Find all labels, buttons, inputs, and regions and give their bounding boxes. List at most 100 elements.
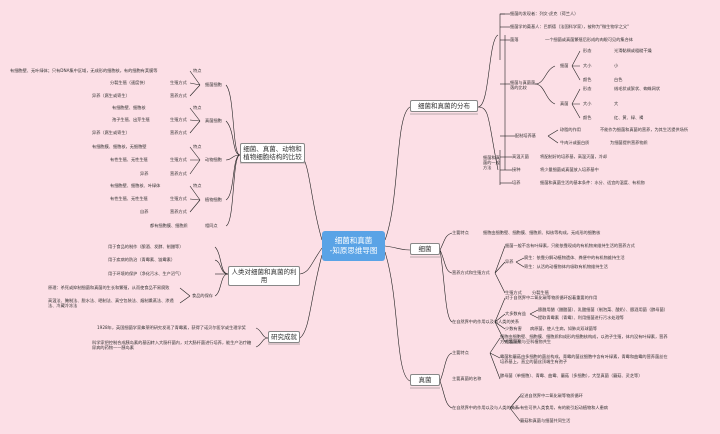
dist-node[interactable]: 将配制好的培养基，高温灭菌，冷却 bbox=[540, 154, 608, 159]
fungi-node[interactable]: 促进自然界中二氧化碳等物质循环 bbox=[520, 393, 583, 398]
bact-node[interactable]: 大多数有益 bbox=[505, 311, 526, 316]
comp-node[interactable]: 生殖方式 bbox=[170, 196, 187, 201]
dist-node[interactable]: 培养 bbox=[512, 180, 521, 185]
dist-node[interactable]: 大小 bbox=[583, 101, 592, 106]
fungi-node[interactable]: 蘑菇和真菌与细菌共同生活 bbox=[520, 418, 571, 423]
bact-node[interactable]: 提取青霉素（青霉）、利用细菌进行污水处理等 bbox=[538, 315, 624, 320]
dist-node[interactable]: 红、黄、绿、褐 bbox=[614, 115, 644, 120]
dist-node[interactable]: 光滑黏稠或粗糙干燥 bbox=[614, 48, 652, 53]
dist-node[interactable]: 为细菌提供营养物质 bbox=[610, 140, 648, 145]
bact-node[interactable]: 细胞由细胞壁、细胞膜、细胞质、拟核等构成，无成形的细胞核 bbox=[483, 230, 601, 235]
comp-node[interactable]: 有细胞壁、细胞核 bbox=[112, 105, 146, 110]
comp-node[interactable]: 特点 bbox=[193, 68, 202, 73]
human-node[interactable]: 高温法、腌制法、脱水法、晒制法、真空包装法、烟制熏蒸法、渗透法、冷藏冷冻法 bbox=[48, 298, 174, 308]
dist-node[interactable]: 高温灭菌 bbox=[512, 154, 529, 159]
comp-node[interactable]: 异养 bbox=[140, 171, 149, 176]
fungi-node[interactable]: 有些可供人类食用，有的能引起动植物和人患病 bbox=[520, 405, 608, 410]
dist-node[interactable]: 配制培养基 bbox=[515, 133, 536, 138]
comp-node[interactable]: 生殖方式 bbox=[170, 80, 187, 85]
comp-node[interactable]: 营养方式 bbox=[170, 209, 187, 214]
branch-comparison[interactable]: 细菌、真菌、动物和 植物细胞结构的比较 bbox=[240, 143, 305, 163]
dist-node[interactable]: 真菌 bbox=[560, 101, 569, 106]
branch-fungi[interactable]: 真菌 bbox=[410, 374, 440, 386]
dist-node[interactable]: 菌落 bbox=[510, 37, 519, 42]
comp-node[interactable]: 特点 bbox=[193, 144, 202, 149]
dist-node[interactable]: 形态 bbox=[583, 86, 592, 91]
comp-node[interactable]: 生殖方式 bbox=[170, 157, 187, 162]
dist-node[interactable]: 不能作为细菌和真菌的营养，为其生活提供场所 bbox=[600, 127, 688, 132]
human-node[interactable]: 食品的保存 bbox=[192, 293, 213, 298]
dist-node[interactable]: 将少量细菌或真菌放入培养基中 bbox=[540, 167, 599, 172]
dist-node[interactable]: 颜色 bbox=[583, 115, 592, 120]
branch-research[interactable]: 研究成就 bbox=[268, 331, 300, 343]
comp-node[interactable]: 有细胞膜、细胞核，无细胞壁 bbox=[92, 144, 147, 149]
dist-node[interactable]: 绒毛状或絮状、蜘蛛网状 bbox=[614, 86, 661, 91]
dist-node[interactable]: 形态 bbox=[583, 48, 592, 53]
dist-node[interactable]: 大小 bbox=[583, 63, 592, 68]
human-node[interactable]: 用于食品的制作（酿酒、发酵、制醋等） bbox=[108, 244, 184, 249]
fungi-node[interactable]: 细胞由细胞壁、细胞膜、细胞质和成形的细胞核构成，以孢子生殖，体内没有叶绿素，营养… bbox=[500, 334, 668, 344]
comp-node[interactable]: 特点 bbox=[193, 105, 202, 110]
central-topic[interactable]: 细菌和真菌 -知原思维导图 bbox=[322, 231, 385, 261]
dist-node[interactable]: 接种 bbox=[512, 167, 521, 172]
dist-node[interactable]: 细菌和真菌生活的基本条件：水分、适宜的温度、有机物 bbox=[540, 180, 645, 185]
bact-node[interactable]: 主要特点 bbox=[452, 230, 469, 235]
comp-node[interactable]: 营养方式 bbox=[170, 93, 187, 98]
research-node[interactable]: 科学家把控制合成胰岛素的基因转入大肠杆菌内，对大肠杆菌进行培养，能生产治疗糖尿病… bbox=[92, 340, 252, 350]
fungi-node[interactable]: 霉菌和蘑菇由多细胞的菌丝构成，青霉的菌丝细胞中含有叶绿素，青霉和曲霉的营养菌丝在… bbox=[500, 354, 668, 364]
comp-node[interactable]: 异养（腐生或寄生） bbox=[92, 130, 130, 135]
branch-human-use[interactable]: 人类对细菌和真菌的利用 bbox=[228, 266, 300, 286]
human-node[interactable]: 用于环境的保护（净化污水、生产沼气） bbox=[108, 271, 184, 276]
fungi-node[interactable]: 主要真菌的名称 bbox=[452, 376, 482, 381]
dist-node[interactable]: 细菌和真菌的一般方法 bbox=[483, 155, 500, 170]
bact-node[interactable]: 对于自然界中二氧化碳等物质循环起着重要的作用 bbox=[505, 295, 598, 300]
comp-node[interactable]: 营养方式 bbox=[170, 171, 187, 176]
comp-node[interactable]: 动物细胞 bbox=[205, 157, 222, 162]
dist-node[interactable]: 琼脂的作用 bbox=[560, 127, 581, 132]
comp-node[interactable]: 细菌细胞 bbox=[205, 82, 222, 87]
fungi-node[interactable]: 在自然界中的作用以及与人类的关系 bbox=[452, 405, 520, 410]
bact-node[interactable]: 少数有害 bbox=[505, 326, 522, 331]
comp-node[interactable]: 相同点 bbox=[205, 223, 218, 228]
human-node[interactable]: 原理：杀死或抑制细菌和真菌的生长和繁殖，从而使食品不易腐败 bbox=[48, 285, 170, 290]
bact-node[interactable]: 生殖方式 bbox=[505, 290, 522, 295]
fungi-node[interactable]: 酵母菌（单细胞）、青霉、曲霉、蘑菇（多细胞），大型真菌（蘑菇、灵芝等） bbox=[500, 373, 643, 378]
comp-node[interactable]: 都有细胞膜、细胞质 bbox=[150, 223, 188, 228]
comp-node[interactable]: 特点 bbox=[193, 183, 202, 188]
dist-node[interactable]: 牛肉汁或蛋白质 bbox=[560, 140, 590, 145]
bact-node[interactable]: 腐生：依靠分解动植物遗体、粪便中的有机物维持生活 bbox=[524, 255, 625, 260]
comp-node[interactable]: 自养 bbox=[140, 209, 149, 214]
dist-node[interactable]: 大 bbox=[614, 101, 619, 106]
comp-node[interactable]: 真菌细胞 bbox=[205, 118, 222, 123]
bact-node[interactable]: 寄生：从活的动植物体内吸取有机物维持生活 bbox=[524, 264, 608, 269]
dist-node[interactable]: 颜色 bbox=[583, 77, 592, 82]
bact-node[interactable]: 在自然界中的作用以及与人类的关系 bbox=[452, 319, 520, 324]
bact-node[interactable]: 病原菌，使人生病，如肺炎双球菌等 bbox=[530, 326, 598, 331]
bact-node[interactable]: 细菌一般不含有叶绿素，只能依靠现成的有机物来维持生活的营养方式 bbox=[505, 243, 635, 248]
branch-bacteria[interactable]: 细菌 bbox=[410, 243, 440, 255]
bact-node[interactable]: 分裂生殖 bbox=[532, 290, 549, 295]
fungi-node[interactable]: 主要特点 bbox=[452, 350, 469, 355]
comp-node[interactable]: 营养方式 bbox=[170, 130, 187, 135]
dist-node[interactable]: 细菌的发现者：列文·虎克（荷兰人） bbox=[510, 11, 579, 16]
research-node[interactable]: 1928年，英国细菌学家弗莱明研究发现了青霉素，获得了诺贝尔医学或生理学奖 bbox=[97, 325, 246, 330]
comp-node[interactable]: 有细胞壁、细胞核、叶绿体 bbox=[110, 183, 161, 188]
dist-node[interactable]: 细菌学的奠基人：巴斯德（法国科学家），被称为"微生物学之父" bbox=[510, 24, 630, 29]
bact-node[interactable]: 根瘤菌能与豆科植物共生 bbox=[505, 339, 552, 344]
comp-node[interactable]: 异养（腐生或寄生） bbox=[92, 93, 130, 98]
dist-node[interactable]: 细菌与真菌菌落的比较 bbox=[510, 80, 536, 90]
branch-distribution[interactable]: 细菌和真菌的分布 bbox=[410, 100, 478, 112]
dist-node[interactable]: 一个细菌或真菌繁殖后形成的肉眼可见的集合体 bbox=[545, 37, 633, 42]
comp-node[interactable]: 植物细胞 bbox=[205, 197, 222, 202]
bact-node[interactable]: 异养 bbox=[505, 259, 514, 264]
bact-node[interactable]: 营养方式和生殖方式 bbox=[452, 270, 490, 275]
dist-node[interactable]: 小 bbox=[614, 63, 619, 68]
human-node[interactable]: 用于疾病的防治（青霉素、链霉素） bbox=[108, 257, 176, 262]
comp-node[interactable]: 生殖方式 bbox=[170, 117, 187, 122]
comp-node[interactable]: 有性生殖、无性生殖 bbox=[110, 157, 148, 162]
comp-node[interactable]: 有性生殖、无性生殖 bbox=[110, 196, 148, 201]
comp-node[interactable]: 有细胞壁、无叶绿体；只有DNA集中区域，无成形的细胞核，有的细胞有荚膜等 bbox=[10, 68, 158, 73]
dist-node[interactable]: 白色 bbox=[614, 77, 623, 82]
dist-node[interactable]: 细菌 bbox=[560, 63, 569, 68]
bact-node[interactable]: 酿醋用醋（醋酸菌）、乳酸细菌（制泡菜、酸奶）、酿酒用菌（酵母菌） bbox=[538, 307, 668, 312]
